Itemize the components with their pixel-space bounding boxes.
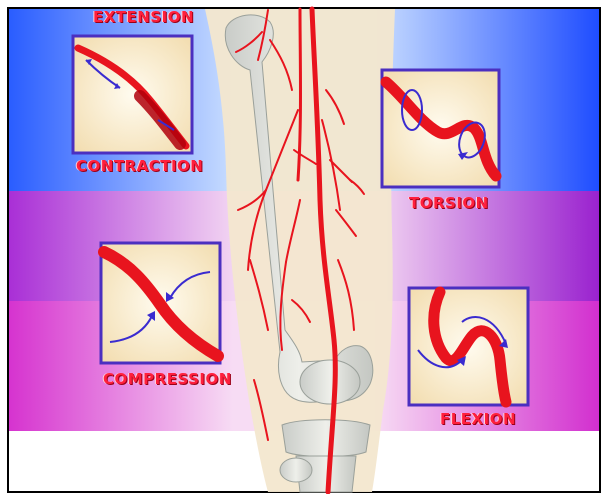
inset-flexion [409, 288, 528, 405]
inset-compression [101, 243, 220, 363]
label-contraction: CONTRACTION [76, 157, 203, 175]
label-compression: COMPRESSION [103, 370, 232, 388]
label-torsion: TORSION [409, 194, 489, 212]
label-flexion: FLEXION [440, 410, 516, 428]
tibia-bone [282, 420, 370, 457]
label-extension: EXTENSION [93, 8, 194, 26]
patella-bone [300, 360, 360, 404]
inset-torsion [382, 70, 499, 187]
inset-extension-contraction [73, 36, 192, 153]
